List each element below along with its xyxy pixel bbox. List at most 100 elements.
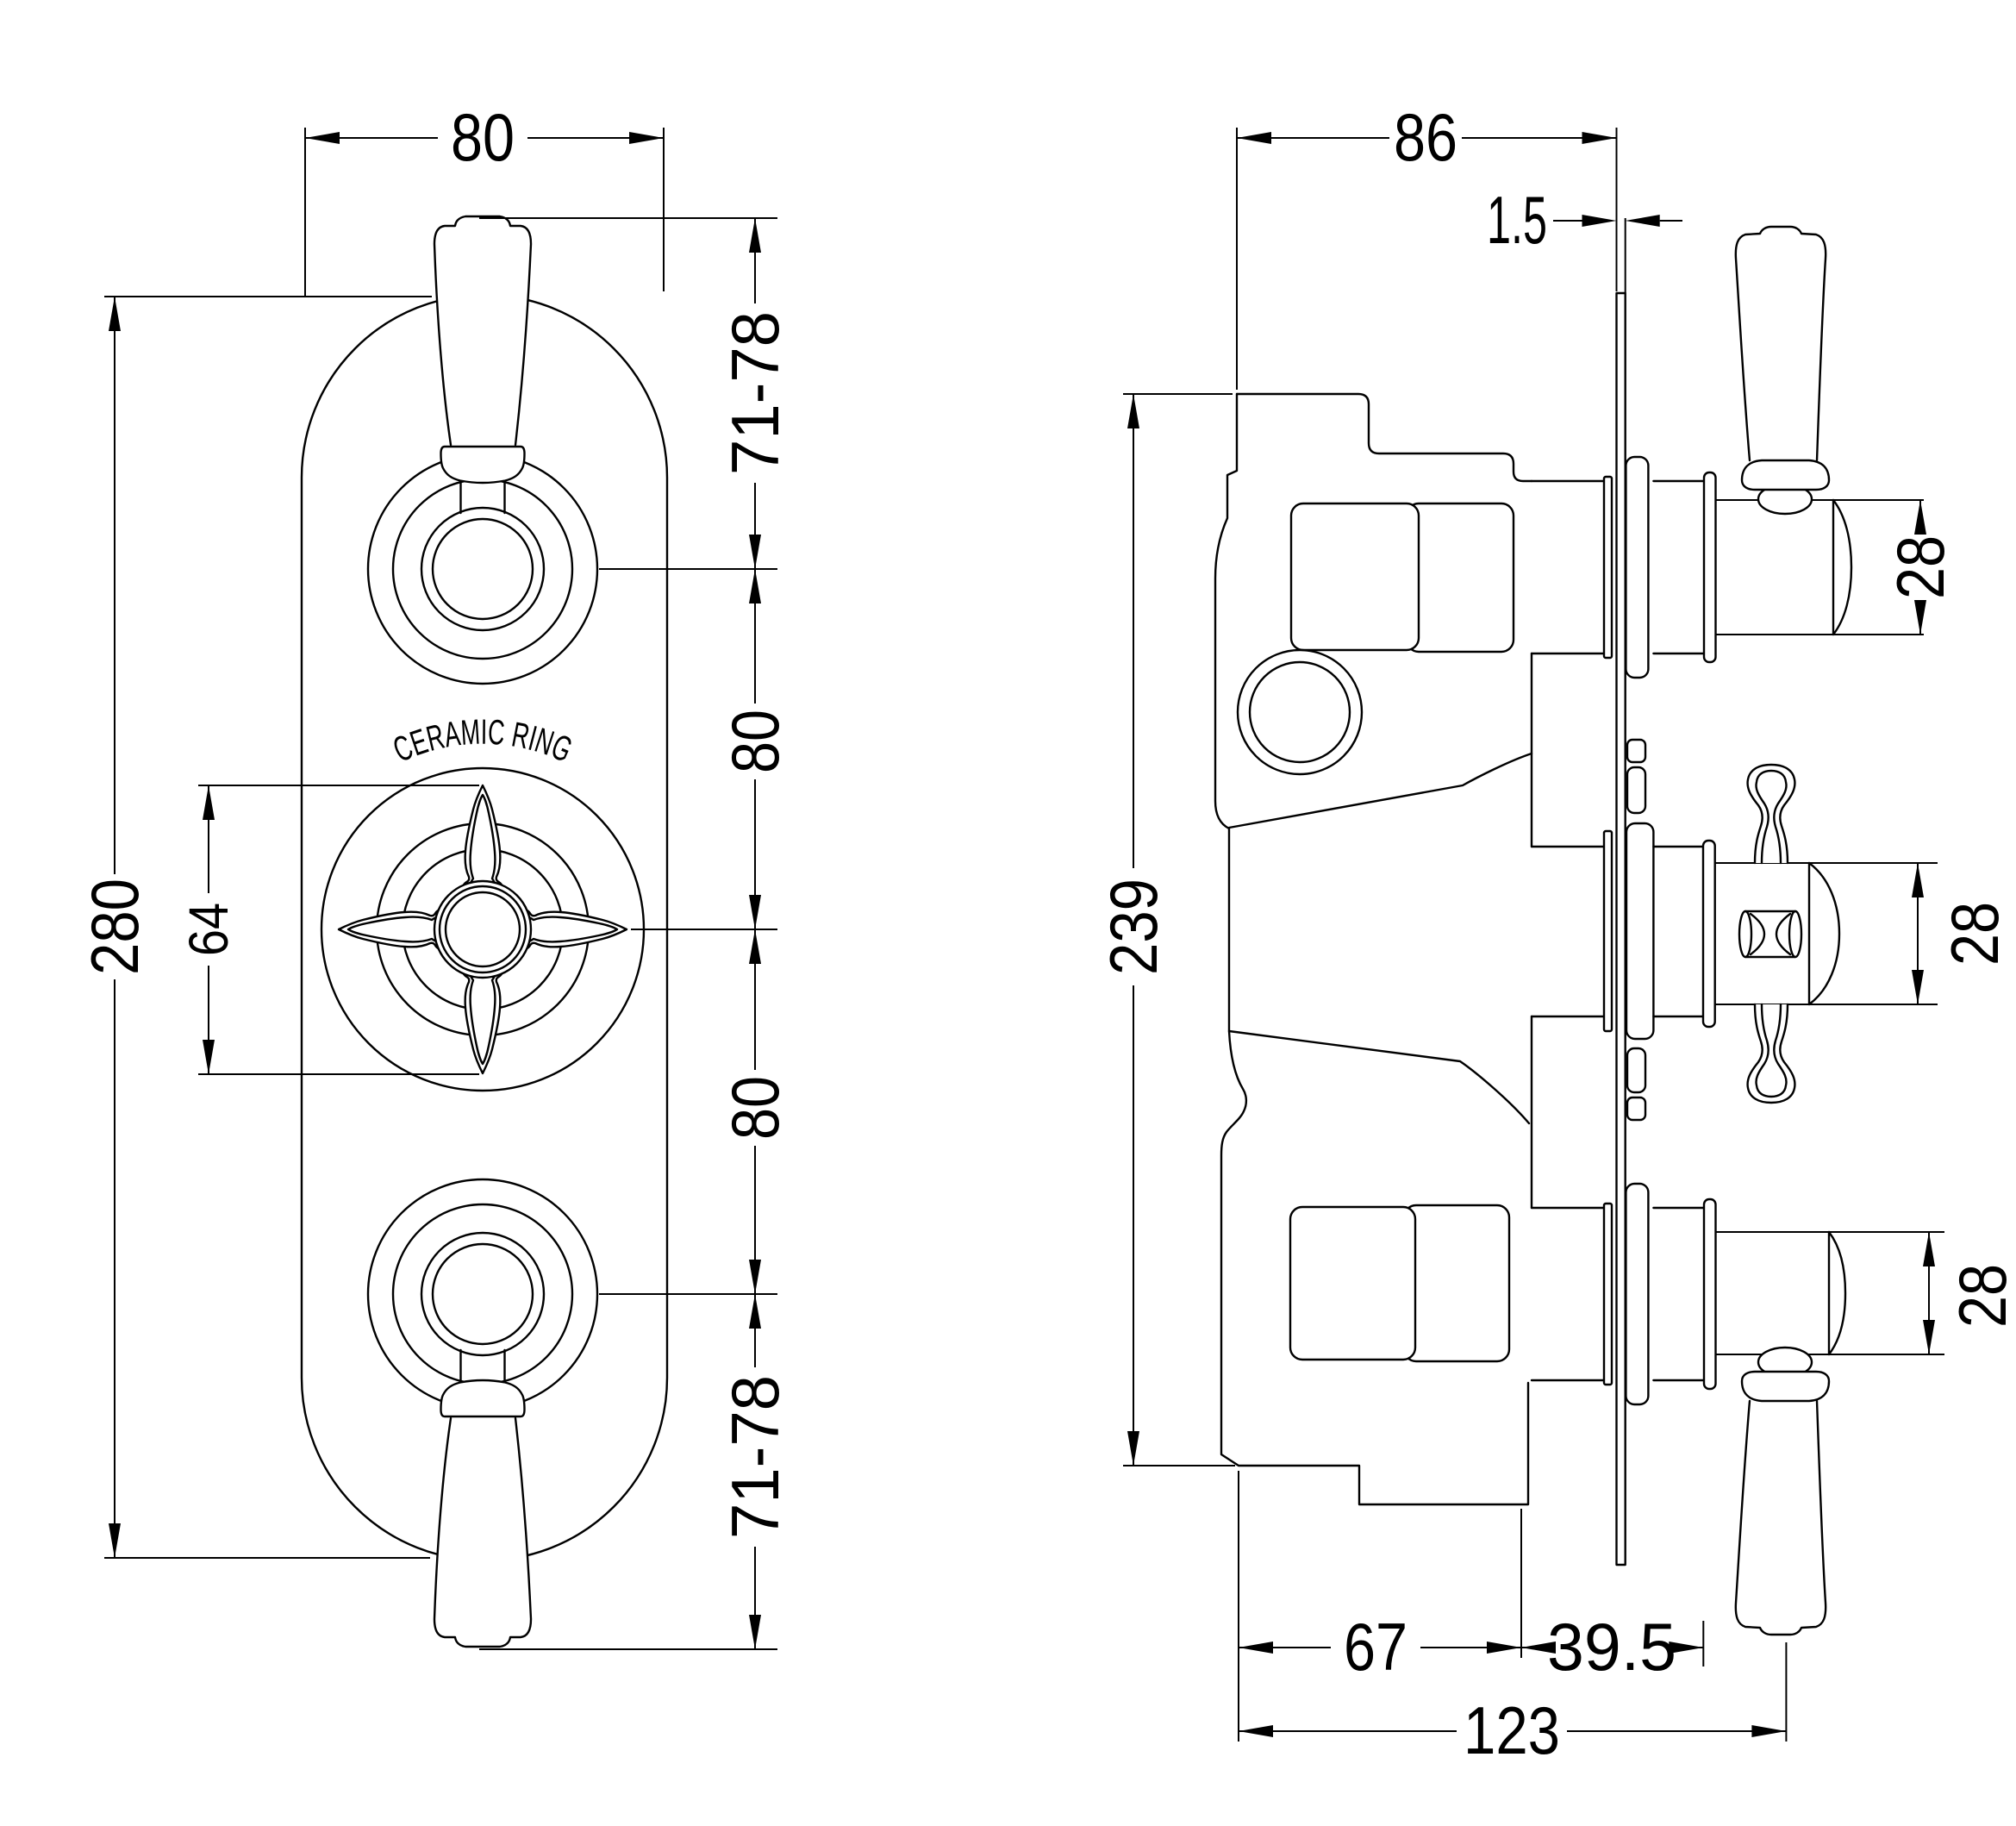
port-boss-top-front bbox=[1289, 502, 1420, 652]
spacer-disc-bottom bbox=[1602, 1202, 1613, 1386]
dimension-arrowhead bbox=[1751, 1725, 1787, 1737]
dim-label-stem-middle: 28 bbox=[1937, 902, 2013, 966]
dimension-line bbox=[1238, 1471, 1788, 1742]
side-middle-unit bbox=[1714, 763, 1938, 1104]
side-knob-disc-stub-c bbox=[1626, 1047, 1647, 1094]
dim-valve-depth: 86 bbox=[1236, 99, 1618, 390]
drawing-line bbox=[1746, 1003, 1796, 1104]
side-knob-disc-stub-a bbox=[1626, 738, 1647, 764]
dimension-arrowhead bbox=[749, 929, 761, 964]
bottom-stem-end bbox=[1827, 1230, 1847, 1356]
bottom-boss-circle bbox=[420, 1231, 546, 1357]
bottom-lever-taper-fill bbox=[434, 1418, 531, 1647]
side-bonnets bbox=[1652, 471, 1717, 1391]
dim-stem-bottom: 28 bbox=[1923, 1232, 2016, 1354]
inlet-port-outer-circle bbox=[1236, 648, 1364, 776]
top-lever-bell bbox=[440, 445, 526, 485]
dim-label-stem-top: 28 bbox=[1882, 535, 1958, 599]
front-top-lever-control bbox=[366, 215, 599, 685]
front-bottom-lever-control bbox=[366, 1178, 599, 1648]
cross-handle-top-arm bbox=[1746, 763, 1796, 865]
bottom-lever-taper-fill bbox=[1735, 1401, 1826, 1635]
top-lever-neck-lines bbox=[459, 480, 506, 515]
dimension-arrowhead bbox=[749, 218, 761, 253]
inlet-port-inner-circle bbox=[1248, 660, 1351, 764]
side-top-unit bbox=[1715, 225, 1924, 636]
body-top-outline bbox=[1235, 392, 1533, 483]
dimension-arrowhead bbox=[749, 895, 761, 929]
dimension-arrowhead bbox=[1669, 1642, 1704, 1654]
dimension-arrowhead bbox=[1914, 600, 1926, 635]
bonnet-lines bbox=[1652, 479, 1706, 1382]
drawing-line bbox=[1738, 910, 1753, 959]
knob-hub-inner-circle bbox=[438, 885, 527, 974]
top-lever-taper-fill bbox=[1735, 227, 1826, 460]
dimension-arrowhead bbox=[749, 1260, 761, 1294]
dimension-arrowhead bbox=[1914, 500, 1926, 535]
dimension-line bbox=[104, 296, 432, 1559]
body-cone-upper-line bbox=[1227, 752, 1533, 829]
spacer-disc-top bbox=[1602, 475, 1613, 660]
drawing-line bbox=[468, 970, 497, 1066]
dim-label-valve-depth: 86 bbox=[1394, 99, 1457, 175]
top-stem-lines bbox=[1715, 499, 1924, 635]
dim-label-body-depth: 67 bbox=[1344, 1609, 1407, 1685]
drawing-line bbox=[1788, 910, 1803, 959]
flange-bottom bbox=[1702, 1198, 1717, 1391]
top-stem-end bbox=[1832, 498, 1853, 636]
side-bottom-unit bbox=[1715, 1230, 1944, 1636]
side-top-escutcheon bbox=[1625, 455, 1650, 679]
bottom-lever-outline bbox=[433, 1416, 533, 1648]
dim-plate-width: 80 bbox=[304, 99, 665, 297]
dimension-arrowhead bbox=[109, 1523, 121, 1558]
dim-label-total-projection: 123 bbox=[1464, 1692, 1560, 1768]
dimension-arrowhead bbox=[1923, 1232, 1935, 1266]
flange-top bbox=[1702, 471, 1717, 664]
top-boss-circle bbox=[420, 506, 546, 632]
body-left-outline bbox=[1214, 392, 1530, 1506]
body-cone-lower-line bbox=[1227, 1029, 1531, 1125]
knob-hub-bore-circle bbox=[444, 891, 521, 968]
dimension-arrowhead bbox=[1625, 215, 1660, 227]
dimension-arrowhead bbox=[749, 1294, 761, 1329]
dim-label-plate-width: 80 bbox=[451, 99, 515, 175]
cartridge-neck-lines bbox=[1530, 479, 1606, 1382]
dimension-arrowhead bbox=[1521, 1642, 1556, 1654]
dim-label-bottom-spacing: 80 bbox=[717, 1076, 793, 1140]
bottom-lever-neck-lines bbox=[459, 1348, 506, 1383]
side-escutcheons bbox=[1625, 455, 1655, 1406]
knob-blades bbox=[337, 784, 628, 1075]
dim-label-stem-projection: 39.5 bbox=[1547, 1609, 1676, 1685]
drawing-line bbox=[1755, 1003, 1788, 1098]
front-cross-knob: CERAMIC RING bbox=[320, 712, 646, 1092]
middle-stem-lines bbox=[1714, 862, 1938, 1005]
fill-shape bbox=[1747, 765, 1795, 863]
dim-knob-diameter: 64 bbox=[178, 785, 479, 1075]
front-dimensions: 80 280 64 bbox=[77, 99, 793, 1650]
dim-label-stem-bottom: 28 bbox=[1944, 1264, 2016, 1328]
dimension-line bbox=[1123, 393, 1235, 1466]
dim-label-top-spacing: 80 bbox=[717, 710, 793, 773]
dim-stem-projection: 39.5 bbox=[1521, 1609, 1705, 1685]
dimension-arrowhead bbox=[629, 132, 664, 144]
dimension-arrowhead bbox=[1127, 394, 1139, 428]
dim-label-top-handle-offset: 71-78 bbox=[717, 311, 793, 475]
dimension-arrowhead bbox=[1912, 970, 1924, 1004]
dimension-line bbox=[198, 785, 479, 1075]
dimension-arrowhead bbox=[749, 569, 761, 603]
drawing-line bbox=[346, 915, 442, 944]
side-wall-plate bbox=[1615, 291, 1626, 1566]
top-lever-collar bbox=[1740, 459, 1831, 491]
drawing-line bbox=[468, 793, 497, 889]
front-view: CERAMIC RING 80 bbox=[77, 99, 793, 1650]
dimension-arrowhead bbox=[1582, 132, 1617, 144]
drawing-line bbox=[523, 915, 619, 944]
dim-label-plate-height: 280 bbox=[77, 879, 153, 975]
drawing-line bbox=[1755, 769, 1788, 865]
dimension-arrowhead bbox=[749, 535, 761, 569]
cross-handle-bottom-arm bbox=[1746, 1003, 1796, 1104]
dimension-arrowhead bbox=[1237, 132, 1271, 144]
drawing-line bbox=[1744, 910, 1797, 959]
dim-plate-thickness: 1.5 bbox=[1487, 182, 1682, 293]
